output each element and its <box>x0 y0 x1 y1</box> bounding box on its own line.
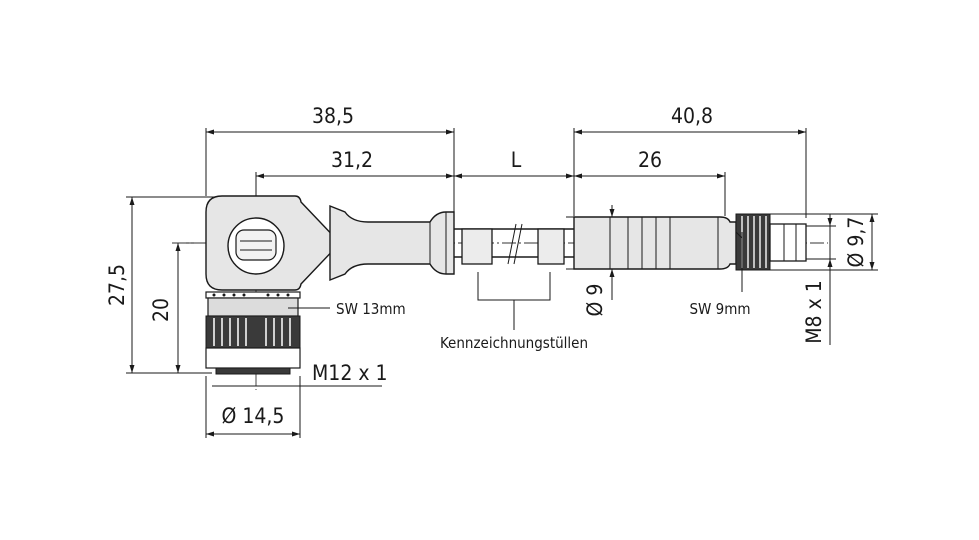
dim-label-right-overall: 40,8 <box>671 104 713 128</box>
dimension-height-total: 27,5 <box>105 196 220 374</box>
dim-label-male-nut-diameter: Ø 9,7 <box>844 217 868 268</box>
male-straight-connector <box>573 213 807 292</box>
cable <box>454 223 574 330</box>
led-window <box>235 229 277 261</box>
break-mark-1 <box>507 223 517 265</box>
dim-label-right-body: 26 <box>638 148 662 172</box>
nut-collar <box>205 291 301 299</box>
contact-face <box>215 367 291 375</box>
dim-label-left-overall: 38,5 <box>312 104 354 128</box>
dimension-right-body: 26 <box>574 148 726 216</box>
dimension-cable-length: L <box>454 148 574 179</box>
label-marker-sleeves: Kennzeichnungstüllen <box>440 334 588 352</box>
dim-label-left-body: 31,2 <box>331 148 373 172</box>
dim-label-cable-sleeve-diameter: Ø 9 <box>583 284 607 317</box>
marker-sleeve-right <box>537 228 565 265</box>
male-body <box>573 216 737 270</box>
dimension-male-nut-diameter: Ø 9,7 <box>770 213 878 271</box>
nut-front <box>205 347 301 369</box>
break-mark-2 <box>513 223 523 265</box>
dimension-female-nut-diameter: Ø 14,5 <box>205 376 301 438</box>
label-sw-female: SW 13mm <box>336 300 406 318</box>
dim-label-height-total: 27,5 <box>105 264 129 306</box>
label-sw-male: SW 9mm <box>689 300 750 318</box>
sw13-hex <box>207 297 299 317</box>
label-male-thread: M8 x 1 <box>802 280 826 344</box>
dim-label-female-nut-diameter: Ø 14,5 <box>222 404 285 428</box>
knurl-pattern <box>213 318 291 346</box>
dimension-left-overall: 38,5 <box>205 104 455 220</box>
strain-relief <box>329 204 455 282</box>
dimension-right-overall: 40,8 <box>573 104 807 218</box>
dim-label-cable-length: L <box>511 148 522 172</box>
male-thread-pin <box>769 223 807 262</box>
female-angled-connector <box>205 195 455 375</box>
label-female-thread: M12 x 1 <box>312 361 388 385</box>
dim-label-height-axis: 20 <box>149 298 173 322</box>
dimension-height-axis: 20 <box>149 242 230 373</box>
knurled-nut <box>205 315 301 349</box>
dimension-male-thread: M8 x 1 <box>800 214 836 345</box>
marker-sleeve-left <box>461 228 493 265</box>
marker-bracket <box>477 272 551 301</box>
dimension-left-body: 31,2 <box>255 148 454 196</box>
